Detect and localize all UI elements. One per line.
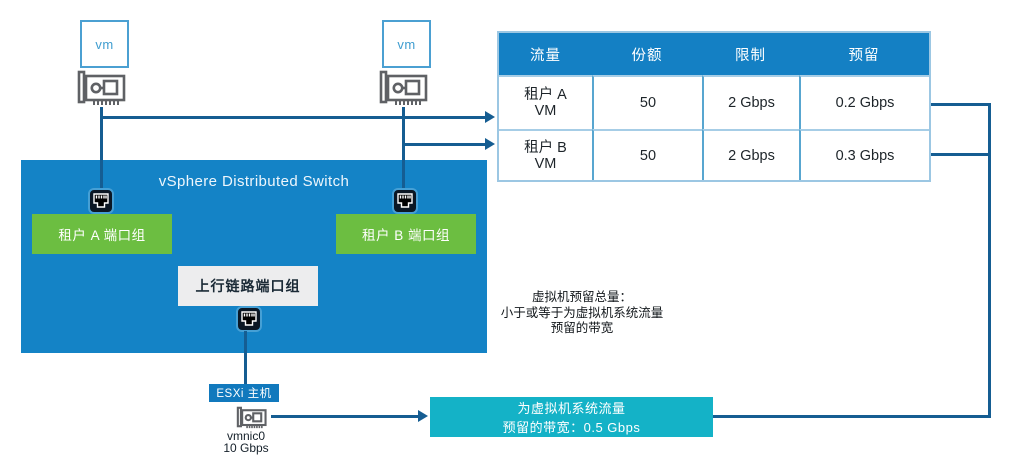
row-b-limit-cell: 2 Gbps — [702, 129, 799, 180]
vm-b-box: vm — [382, 20, 431, 68]
esxi-host-text: ESXi 主机 — [216, 388, 272, 400]
row-b-sub: VM — [534, 155, 557, 172]
col-header-shares: 份额 — [592, 33, 702, 75]
row-a-sub: VM — [534, 103, 557, 119]
port-a-icon — [88, 188, 114, 214]
esxi-host-label: ESXi 主机 — [209, 384, 279, 402]
row-b-shares-cell: 50 — [592, 129, 702, 180]
col-header-reservation: 预留 — [799, 33, 929, 75]
reserved-bandwidth-line2: 预留的带宽：0.5 Gbps — [502, 420, 641, 435]
vm-a-label: vm — [95, 36, 114, 52]
port-group-a: 租户 A 端口组 — [32, 214, 172, 254]
vm-b-to-table-line — [403, 143, 485, 146]
uplink-port-icon — [236, 306, 262, 332]
vm-b-label: vm — [397, 36, 416, 52]
vm-a-nic-icon — [76, 66, 128, 108]
port-group-b: 租户 B 端口组 — [336, 214, 476, 254]
row-a-name: 租户 A — [524, 87, 567, 103]
uplink-port-group-label: 上行链路端口组 — [195, 278, 301, 294]
esxi-arrow-icon — [418, 410, 428, 422]
vm-a-arrow-icon — [485, 111, 495, 123]
annotation-line3: 预留的带宽 — [550, 321, 614, 335]
col-header-limit: 限制 — [702, 33, 799, 75]
row-a-connector-line — [931, 103, 991, 106]
reservation-annotation: 虚拟机预留总量： 小于或等于为虚拟机系统流量 预留的带宽 — [487, 290, 677, 337]
uplink-to-esxi-line — [244, 331, 247, 384]
reserved-bandwidth-line1: 为虚拟机系统流量 — [517, 401, 626, 416]
row-a-limit-cell: 2 Gbps — [702, 75, 799, 129]
row-b-connector-line — [931, 153, 991, 156]
reserved-bandwidth-box: 为虚拟机系统流量 预留的带宽：0.5 Gbps — [430, 397, 713, 437]
row-a-shares-cell: 50 — [592, 75, 702, 129]
port-group-a-label: 租户 A 端口组 — [58, 228, 146, 243]
row-b-traffic-cell: 租户 B VM — [499, 129, 592, 180]
vm-b-arrow-icon — [485, 138, 495, 150]
annotation-line2: 小于或等于为虚拟机系统流量 — [500, 305, 664, 320]
port-group-b-label: 租户 B 端口组 — [361, 228, 450, 243]
distributed-switch-title: vSphere Distributed Switch — [158, 173, 350, 190]
vmnic-speed: 10 Gbps — [223, 441, 269, 455]
bandwidth-allocation-table: 流量 份额 限制 预留 租户 A VM 50 2 Gbps 0.2 Gbps 租… — [497, 31, 931, 182]
row-a-reservation-cell: 0.2 Gbps — [799, 75, 929, 129]
vmnic-name: vmnic0 — [226, 429, 265, 443]
col-header-traffic: 流量 — [499, 33, 592, 75]
vm-b-link-line — [402, 107, 405, 191]
uplink-port-group: 上行链路端口组 — [178, 266, 318, 306]
connector-bottom-line — [713, 415, 991, 418]
connector-vertical-line — [988, 103, 991, 418]
vm-a-to-table-line — [101, 116, 485, 119]
vm-a-link-line — [100, 107, 103, 191]
esxi-nic-icon — [236, 404, 268, 430]
port-b-icon — [392, 188, 418, 214]
vm-a-box: vm — [80, 20, 129, 68]
row-b-name: 租户 B — [524, 139, 567, 156]
row-a-traffic-cell: 租户 A VM — [499, 75, 592, 129]
row-b-reservation-cell: 0.3 Gbps — [799, 129, 929, 180]
annotation-line1: 虚拟机预留总量： — [531, 290, 632, 304]
esxi-to-reserved-line — [271, 415, 418, 418]
vm-b-nic-icon — [378, 66, 430, 108]
